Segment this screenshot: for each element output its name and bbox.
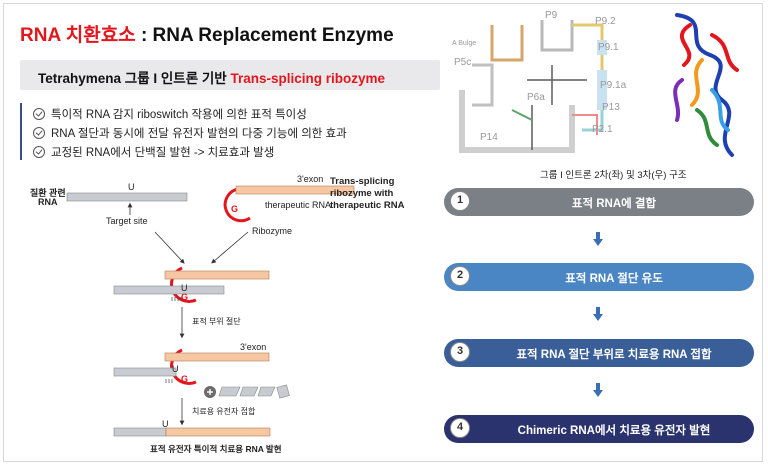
secondary-structure bbox=[459, 20, 607, 153]
bullet-item-2: RNA 절단과 동시에 전달 유전자 발현의 다중 기능에 의한 효과 bbox=[33, 125, 347, 141]
label-p9-1a: P9.1a bbox=[600, 80, 627, 91]
disease-rna-cleaved bbox=[113, 367, 177, 377]
label-p14: P14 bbox=[480, 132, 498, 143]
g-label-1: G bbox=[231, 204, 239, 214]
subtitle-bar: Tetrahymena 그룹 I 인트론 기반 Trans-splicing r… bbox=[20, 60, 440, 90]
arrow-down-icon bbox=[593, 307, 603, 321]
title-rest: : RNA Replacement Enzyme bbox=[135, 25, 394, 46]
step-3-number: 3 bbox=[450, 342, 470, 362]
title-red: RNA 치환효소 bbox=[20, 25, 136, 46]
u-label-1: U bbox=[128, 182, 135, 192]
bullet-text-1: 특이적 RNA 감지 riboswitch 작용에 의한 표적 특이성 bbox=[51, 109, 307, 121]
disease-rna-bound bbox=[113, 285, 225, 295]
label-p13: P13 bbox=[602, 102, 620, 113]
u-label-3: U bbox=[172, 364, 179, 374]
disease-rna-bar bbox=[66, 192, 188, 202]
therapeutic-rna-3exon bbox=[164, 352, 270, 362]
subtitle-black: Tetrahymena 그룹 I 인트론 기반 bbox=[38, 71, 231, 86]
arrow-converge-right bbox=[211, 231, 249, 264]
label-p9-2: P9.2 bbox=[595, 16, 616, 27]
bullet-text-2: RNA 절단과 동시에 전달 유전자 발현의 다중 기능에 의한 효과 bbox=[51, 128, 347, 140]
trans-label-2: ribozyme with bbox=[330, 188, 394, 199]
g-label-2: G bbox=[181, 292, 189, 302]
step-4: 4 Chimeric RNA에서 치료용 유전자 발현 bbox=[444, 415, 754, 443]
bullet-item-3: 교정된 RNA에서 단백질 발현 -> 치료효과 발생 bbox=[33, 144, 274, 160]
chimeric-right bbox=[165, 427, 271, 437]
label-p9-1: P9.1 bbox=[598, 42, 619, 53]
label-p5c: P5c bbox=[454, 57, 471, 68]
ligation-label: 치료용 유전자 접합 bbox=[192, 407, 256, 416]
base-pairs-1 bbox=[171, 297, 182, 301]
base-pairs-2 bbox=[165, 379, 173, 383]
step-4-label: Chimeric RNA에서 치료용 유전자 발현 bbox=[517, 425, 711, 437]
ribozyme-shape bbox=[223, 187, 251, 223]
subtitle-red: Trans-splicing ribozyme bbox=[230, 71, 386, 86]
step-3-label: 표적 RNA 절단 부위로 치료용 RNA 접합 bbox=[516, 349, 712, 361]
step-1-label: 표적 RNA에 결합 bbox=[571, 198, 657, 210]
step-2: 2 표적 RNA 절단 유도 bbox=[444, 263, 754, 291]
g-label-3: G bbox=[181, 374, 189, 384]
disease-rna-label-2: RNA bbox=[38, 197, 58, 207]
therapeutic-rna-bound bbox=[164, 270, 270, 280]
step-1: 1 표적 RNA에 결합 bbox=[444, 188, 754, 216]
page-title: RNA 치환효소 : RNA Replacement Enzyme bbox=[20, 20, 394, 47]
u-label-4: U bbox=[162, 419, 169, 429]
cleaved-fragments bbox=[218, 384, 290, 399]
exon3-label-2: 3'exon bbox=[240, 342, 267, 352]
check-circle-icon bbox=[33, 108, 45, 120]
subtitle: Tetrahymena 그룹 I 인트론 기반 Trans-splicing r… bbox=[38, 67, 385, 87]
tertiary-structure bbox=[673, 13, 739, 157]
step-1-number: 1 bbox=[450, 191, 470, 211]
disease-rna-label-1: 질환 관련 bbox=[30, 188, 66, 198]
bullet-accent-line bbox=[20, 103, 22, 160]
cleavage-label: 표적 부위 절단 bbox=[192, 317, 241, 326]
step-4-number: 4 bbox=[450, 418, 470, 438]
arrow-down-icon bbox=[593, 232, 603, 246]
check-circle-icon bbox=[33, 127, 45, 139]
label-a-bulge: A Bulge bbox=[452, 40, 476, 47]
arrow-converge-left bbox=[154, 231, 185, 264]
bullet-text-3: 교정된 RNA에서 단백질 발현 -> 치료효과 발생 bbox=[51, 147, 275, 159]
label-p2-1: P2.1 bbox=[592, 124, 613, 135]
bullet-item-1: 특이적 RNA 감지 riboswitch 작용에 의한 표적 특이성 bbox=[33, 106, 307, 122]
intron-structure-figure: P9.2 P9.1 P9.1a P9 P5c A Bulge P14 P13 P… bbox=[452, 10, 739, 157]
ribozyme-label: Ribozyme bbox=[252, 226, 293, 236]
structure-labels: P9.2 P9.1 P9.1a P9 P5c A Bulge P14 P13 P… bbox=[452, 10, 627, 143]
step-3: 3 표적 RNA 절단 부위로 치료용 RNA 접합 bbox=[444, 339, 754, 367]
exon3-label-1: 3'exon bbox=[297, 174, 324, 184]
arrow-down-icon bbox=[593, 383, 603, 397]
therapeutic-rna-label: therapeutic RNA bbox=[265, 200, 332, 210]
u-label-2: U bbox=[181, 283, 188, 293]
label-p6a: P6a bbox=[527, 92, 545, 103]
label-p9: P9 bbox=[545, 10, 558, 21]
trans-label-3: therapeutic RNA bbox=[330, 200, 405, 211]
therapeutic-rna-bar bbox=[235, 185, 355, 195]
chimeric-left bbox=[113, 427, 167, 437]
result-label: 표적 유전자 특이적 치료용 RNA 발현 bbox=[150, 444, 282, 454]
step-2-number: 2 bbox=[450, 266, 470, 286]
structure-caption: 그룹 I 인트론 2차(좌) 및 3차(우) 구조 bbox=[540, 170, 687, 181]
check-circle-icon bbox=[33, 146, 45, 158]
step-2-label: 표적 RNA 절단 유도 bbox=[565, 273, 663, 285]
target-site-label: Target site bbox=[106, 216, 148, 226]
trans-label-1: Trans-splicing bbox=[330, 176, 395, 187]
